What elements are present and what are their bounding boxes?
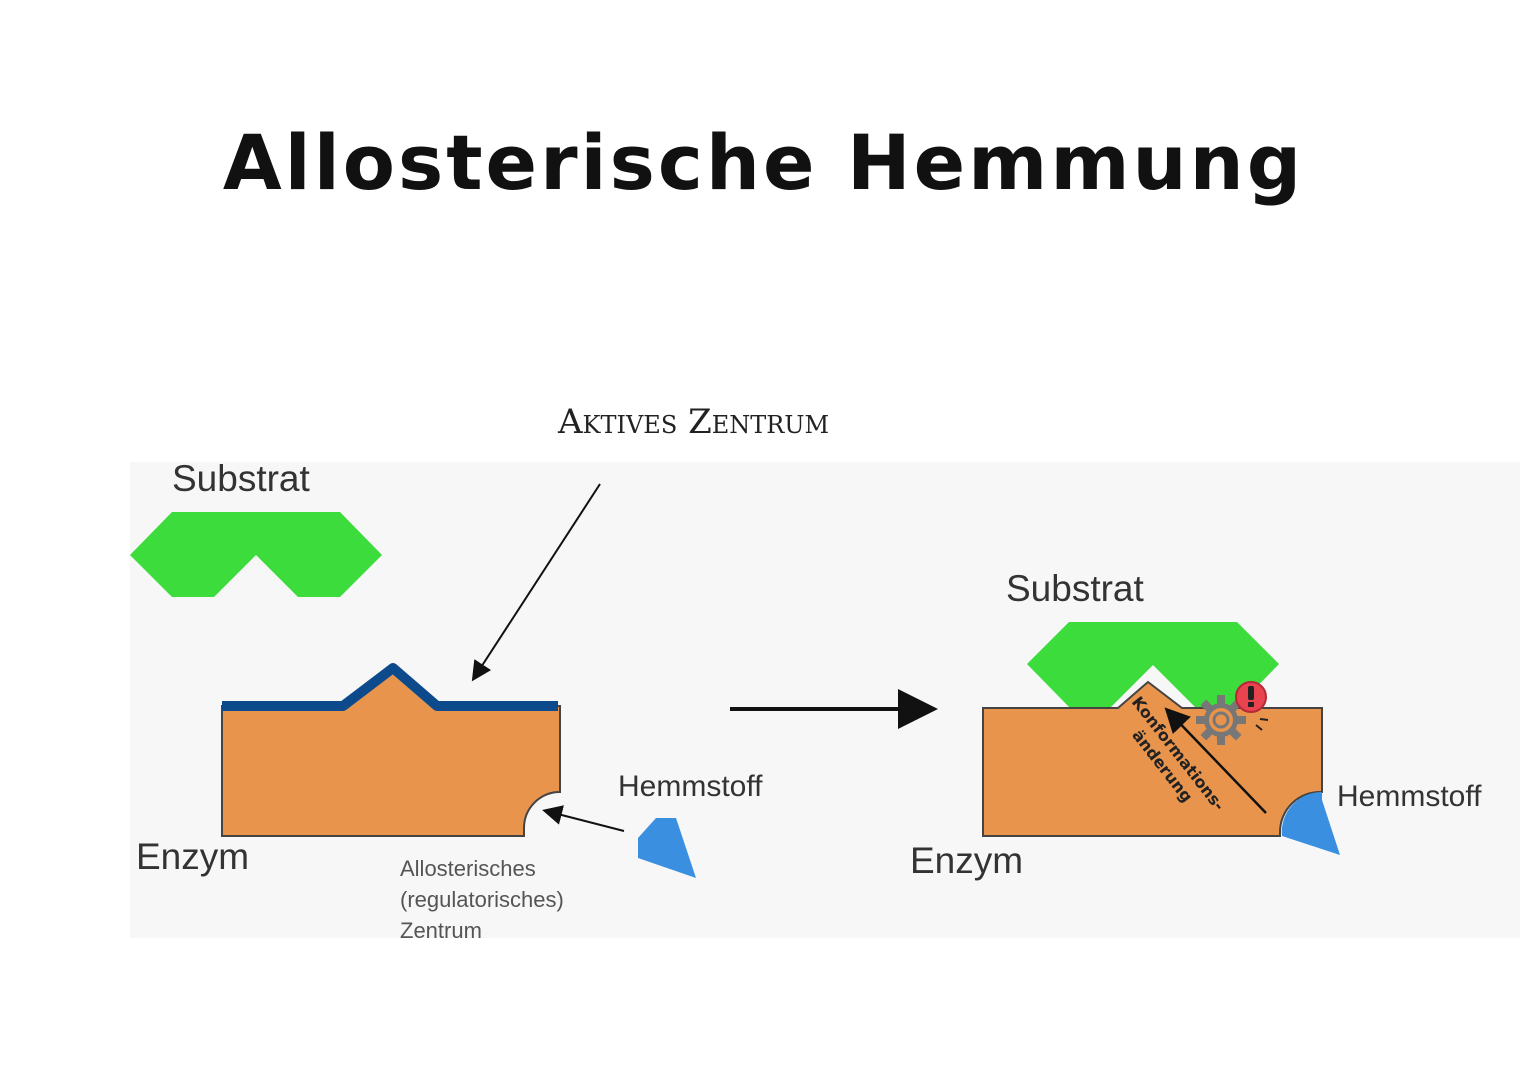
allosteric-label-line3: Zentrum <box>400 918 482 943</box>
allosteric-site-label: Allosterisches (regulatorisches) Zentrum <box>400 853 564 946</box>
inhibitor-right-label: Hemmstoff <box>1337 780 1482 813</box>
active-site-arrow <box>471 483 601 682</box>
substrate-right-label: Substrat <box>1006 568 1144 609</box>
conformation-arrow <box>1164 707 1267 814</box>
substrate-left-label: Substrat <box>172 458 310 499</box>
inhibitor-left-shape <box>638 818 696 878</box>
allosteric-label-line1: Allosterisches <box>400 856 536 881</box>
active-site-edge <box>222 663 558 711</box>
enzyme-left-body <box>221 666 561 837</box>
substrate-left-shape <box>130 512 382 597</box>
enzyme-left-label: Enzym <box>136 836 250 877</box>
gear-icon <box>1196 695 1246 745</box>
exclamation-icon <box>1235 681 1269 731</box>
enzyme-right-label: Enzym <box>910 840 1024 881</box>
allosteric-label-line2: (regulatorisches) <box>400 887 564 912</box>
inhibitor-right-shape <box>1281 791 1340 855</box>
inhibitor-left-label: Hemmstoff <box>618 770 763 803</box>
allosteric-site-arrow <box>542 805 625 832</box>
page-title: Allosterische Hemmung <box>222 118 1305 207</box>
substrate-right-shape <box>1027 622 1279 707</box>
active-site-label: Aktives Zentrum <box>558 402 830 442</box>
